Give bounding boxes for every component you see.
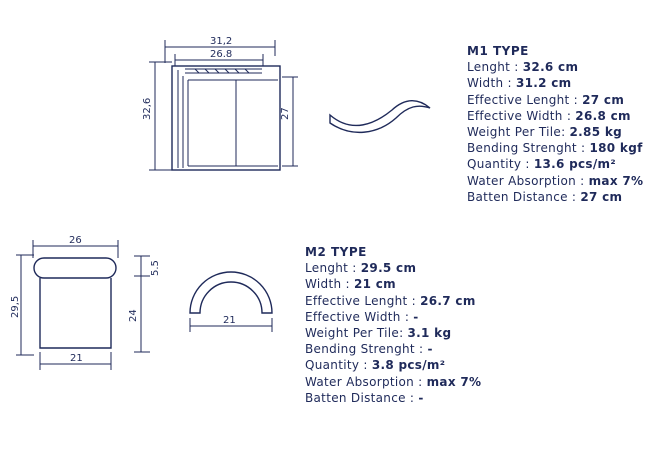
m2-spec-block: M2 TYPE Lenght : 29.5 cm Width : 21 cm E… xyxy=(305,244,481,406)
spec-value: 27 cm xyxy=(582,92,625,107)
spec-row: Batten Distance : 27 cm xyxy=(467,189,643,205)
spec-label: Lenght : xyxy=(305,261,361,276)
spec-value: 3.8 pcs/m² xyxy=(371,358,446,373)
m2-side-drawing: 26 29,5 5.5 24 21 xyxy=(10,235,161,370)
m1-width-label: 31,2 xyxy=(210,36,232,47)
spec-row: Bending Strenght : - xyxy=(305,341,481,357)
spec-row: Effective Lenght : 27 cm xyxy=(467,92,643,108)
m1-spec-block: M1 TYPE Lenght : 32.6 cm Width : 31.2 cm… xyxy=(467,43,643,205)
spec-label: Batten Distance : xyxy=(305,390,419,405)
spec-value: max 7% xyxy=(426,374,482,389)
spec-value: 26.7 cm xyxy=(420,293,476,308)
m1-profile-drawing xyxy=(329,100,431,134)
spec-row: Effective Width : 26.8 cm xyxy=(467,108,643,124)
spec-row: Effective Lenght : 26.7 cm xyxy=(305,293,481,309)
m1-effective-width-label: 26.8 xyxy=(210,49,232,60)
m1-effective-length-label: 27 xyxy=(280,107,291,120)
m2-spec-list: Lenght : 29.5 cm Width : 21 cm Effective… xyxy=(305,260,481,406)
spec-value: - xyxy=(418,390,424,405)
m1-spec-list: Lenght : 32.6 cm Width : 31.2 cm Effecti… xyxy=(467,59,643,205)
spec-value: - xyxy=(413,309,419,324)
spec-label: Lenght : xyxy=(467,60,523,75)
m1-title: M1 TYPE xyxy=(467,44,529,58)
spec-label: Weight Per Tile: xyxy=(467,125,570,140)
spec-label: Water Absorption : xyxy=(305,374,427,389)
spec-value: 2.85 kg xyxy=(569,125,622,140)
spec-value: 3.1 kg xyxy=(407,326,452,341)
spec-value: max 7% xyxy=(588,173,644,188)
spec-label: Effective Lenght : xyxy=(305,293,421,308)
spec-label: Effective Width : xyxy=(467,108,576,123)
spec-label: Quantity : xyxy=(305,358,372,373)
spec-value: 26.8 cm xyxy=(575,108,631,123)
m2-bottom-width-label: 21 xyxy=(70,353,83,364)
spec-label: Width : xyxy=(467,76,516,91)
spec-row: Quantity : 3.8 pcs/m² xyxy=(305,357,481,373)
spec-row: Lenght : 29.5 cm xyxy=(305,260,481,276)
spec-row: Water Absorption : max 7% xyxy=(467,173,643,189)
spec-label: Effective Lenght : xyxy=(467,92,583,107)
m2-arc-width-label: 21 xyxy=(223,315,236,326)
spec-label: Width : xyxy=(305,277,354,292)
spec-value: 27 cm xyxy=(580,189,623,204)
spec-value: 180 kgf xyxy=(589,141,643,156)
spec-row: Quantity : 13.6 pcs/m² xyxy=(467,156,643,172)
spec-row: Water Absorption : max 7% xyxy=(305,374,481,390)
spec-row: Batten Distance : - xyxy=(305,390,481,406)
spec-row: Weight Per Tile: 3.1 kg xyxy=(305,325,481,341)
m1-length-label: 32,6 xyxy=(142,98,153,120)
m1-plan-drawing: 31,2 26.8 32,6 27 xyxy=(142,36,298,171)
spec-row: Lenght : 32.6 cm xyxy=(467,59,643,75)
m2-cap-label: 5.5 xyxy=(150,260,161,276)
spec-label: Water Absorption : xyxy=(467,173,589,188)
m2-length-label: 29,5 xyxy=(10,296,21,318)
spec-value: 31.2 cm xyxy=(515,76,572,91)
spec-label: Quantity : xyxy=(467,157,534,172)
spec-value: 13.6 pcs/m² xyxy=(533,157,616,172)
spec-row: Bending Strenght : 180 kgf xyxy=(467,140,643,156)
m2-profile-drawing: 21 xyxy=(189,271,273,332)
m2-height-label: 24 xyxy=(128,309,139,322)
spec-row: Width : 31.2 cm xyxy=(467,75,643,91)
spec-value: 21 cm xyxy=(353,277,396,292)
spec-label: Bending Strenght : xyxy=(467,141,590,156)
spec-value: 29.5 cm xyxy=(360,261,417,276)
spec-label: Batten Distance : xyxy=(467,189,581,204)
spec-value: - xyxy=(427,342,433,357)
spec-row: Weight Per Tile: 2.85 kg xyxy=(467,124,643,140)
spec-label: Bending Strenght : xyxy=(305,342,428,357)
spec-row: Effective Width : - xyxy=(305,309,481,325)
spec-row: Width : 21 cm xyxy=(305,276,481,292)
m2-title: M2 TYPE xyxy=(305,245,367,259)
spec-label: Weight Per Tile: xyxy=(305,326,408,341)
spec-label: Effective Width : xyxy=(305,309,414,324)
m2-top-width-label: 26 xyxy=(69,235,82,246)
spec-value: 32.6 cm xyxy=(522,60,579,75)
